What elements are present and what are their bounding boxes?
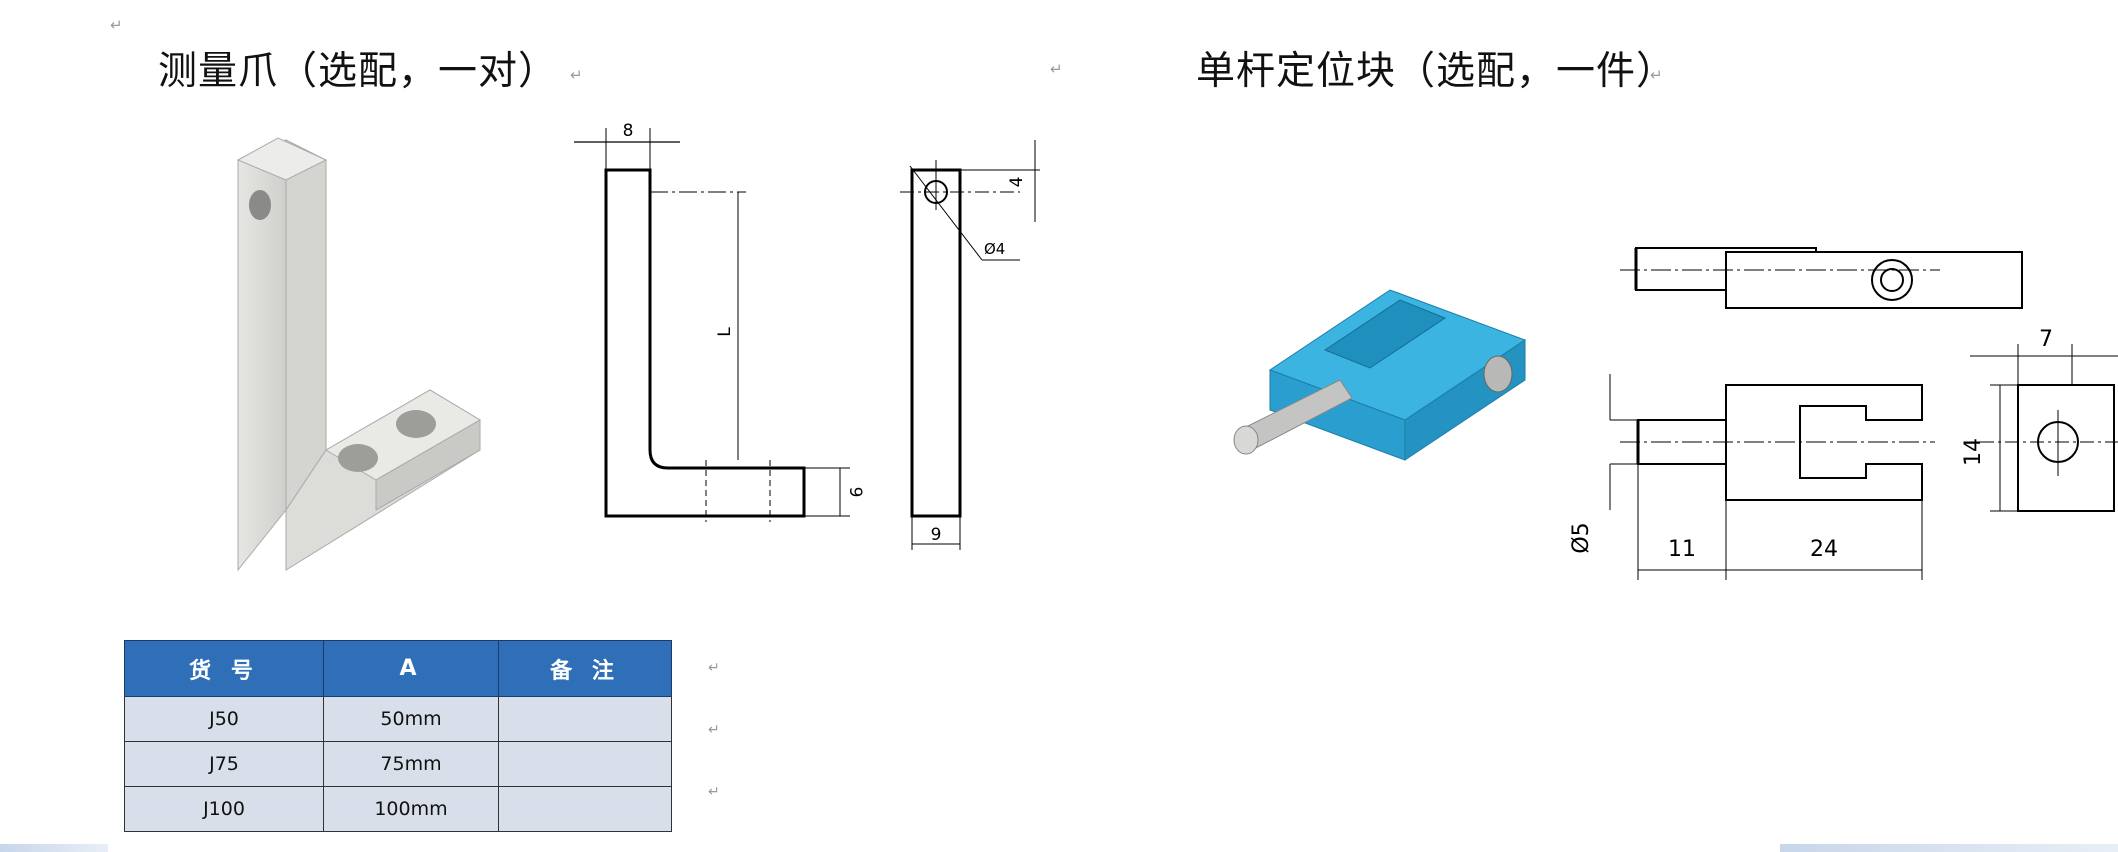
cell-remarks [498, 741, 672, 787]
table-header-row: 货 号 A 备 注 [124, 640, 672, 697]
cell-part-number: J100 [124, 786, 324, 832]
dim-hole-offset-label: 4 [1007, 177, 1027, 188]
cell-a: 100mm [323, 786, 499, 832]
cell-part-number: J50 [124, 696, 324, 742]
dim-shaft-length-label: 11 [1668, 537, 1696, 562]
cell-remarks [498, 786, 672, 832]
right-section-title: 单杆定位块（选配，一件） [1196, 49, 1677, 94]
table-row: J50 50mm [124, 696, 672, 742]
dim-hole-diameter-label: Ø4 [984, 240, 1005, 258]
paragraph-mark: ↵ [1050, 60, 1063, 78]
dim-thickness-label: 9 [931, 525, 942, 545]
paragraph-mark: ↵ [708, 660, 720, 676]
positioning-block-top-view [1620, 247, 2023, 309]
paragraph-mark: ↵ [110, 16, 123, 34]
cell-a: 50mm [323, 696, 499, 742]
cell-remarks [498, 696, 672, 742]
left-section-title: 测量爪（选配，一对） [158, 49, 559, 94]
measuring-jaw-front-view: 8 L 9 [574, 121, 865, 522]
dim-block-length-label: 24 [1810, 537, 1838, 562]
paragraph-mark: ↵ [708, 784, 720, 800]
table-row: J75 75mm [124, 741, 672, 787]
dim-foot-label: 9 [845, 487, 865, 498]
paragraph-mark: ↵ [1650, 66, 1663, 84]
measuring-jaw-3d-render [236, 137, 481, 572]
paragraph-mark: ↵ [570, 66, 583, 84]
dim-width-label: 8 [623, 121, 634, 141]
bottom-scroll-strip [1780, 844, 2118, 852]
dim-shaft-diameter-label: Ø5 [1569, 522, 1594, 553]
cell-part-number: J75 [124, 741, 324, 787]
dim-length-label: L [715, 327, 735, 337]
cell-a: 75mm [323, 741, 499, 787]
positioning-block-front-view: Ø5 11 24 [1569, 374, 1935, 580]
header-a: A [323, 640, 499, 697]
header-remarks: 备 注 [498, 640, 672, 697]
dim-height-label: 14 [1961, 438, 1986, 466]
spec-table: 货 号 A 备 注 J50 50mm J75 75mm J100 100mm [124, 640, 672, 832]
bottom-scroll-strip [0, 844, 108, 852]
measuring-jaw-side-view: 4 Ø4 9 [900, 140, 1040, 550]
positioning-block-side-view: 7 14 [1961, 327, 2118, 512]
header-part-number: 货 号 [124, 640, 324, 697]
paragraph-mark: ↵ [708, 722, 720, 738]
dim-depth-label: 7 [2039, 327, 2053, 352]
table-row: J100 100mm [124, 786, 672, 832]
positioning-block-3d-render [1233, 289, 1527, 461]
